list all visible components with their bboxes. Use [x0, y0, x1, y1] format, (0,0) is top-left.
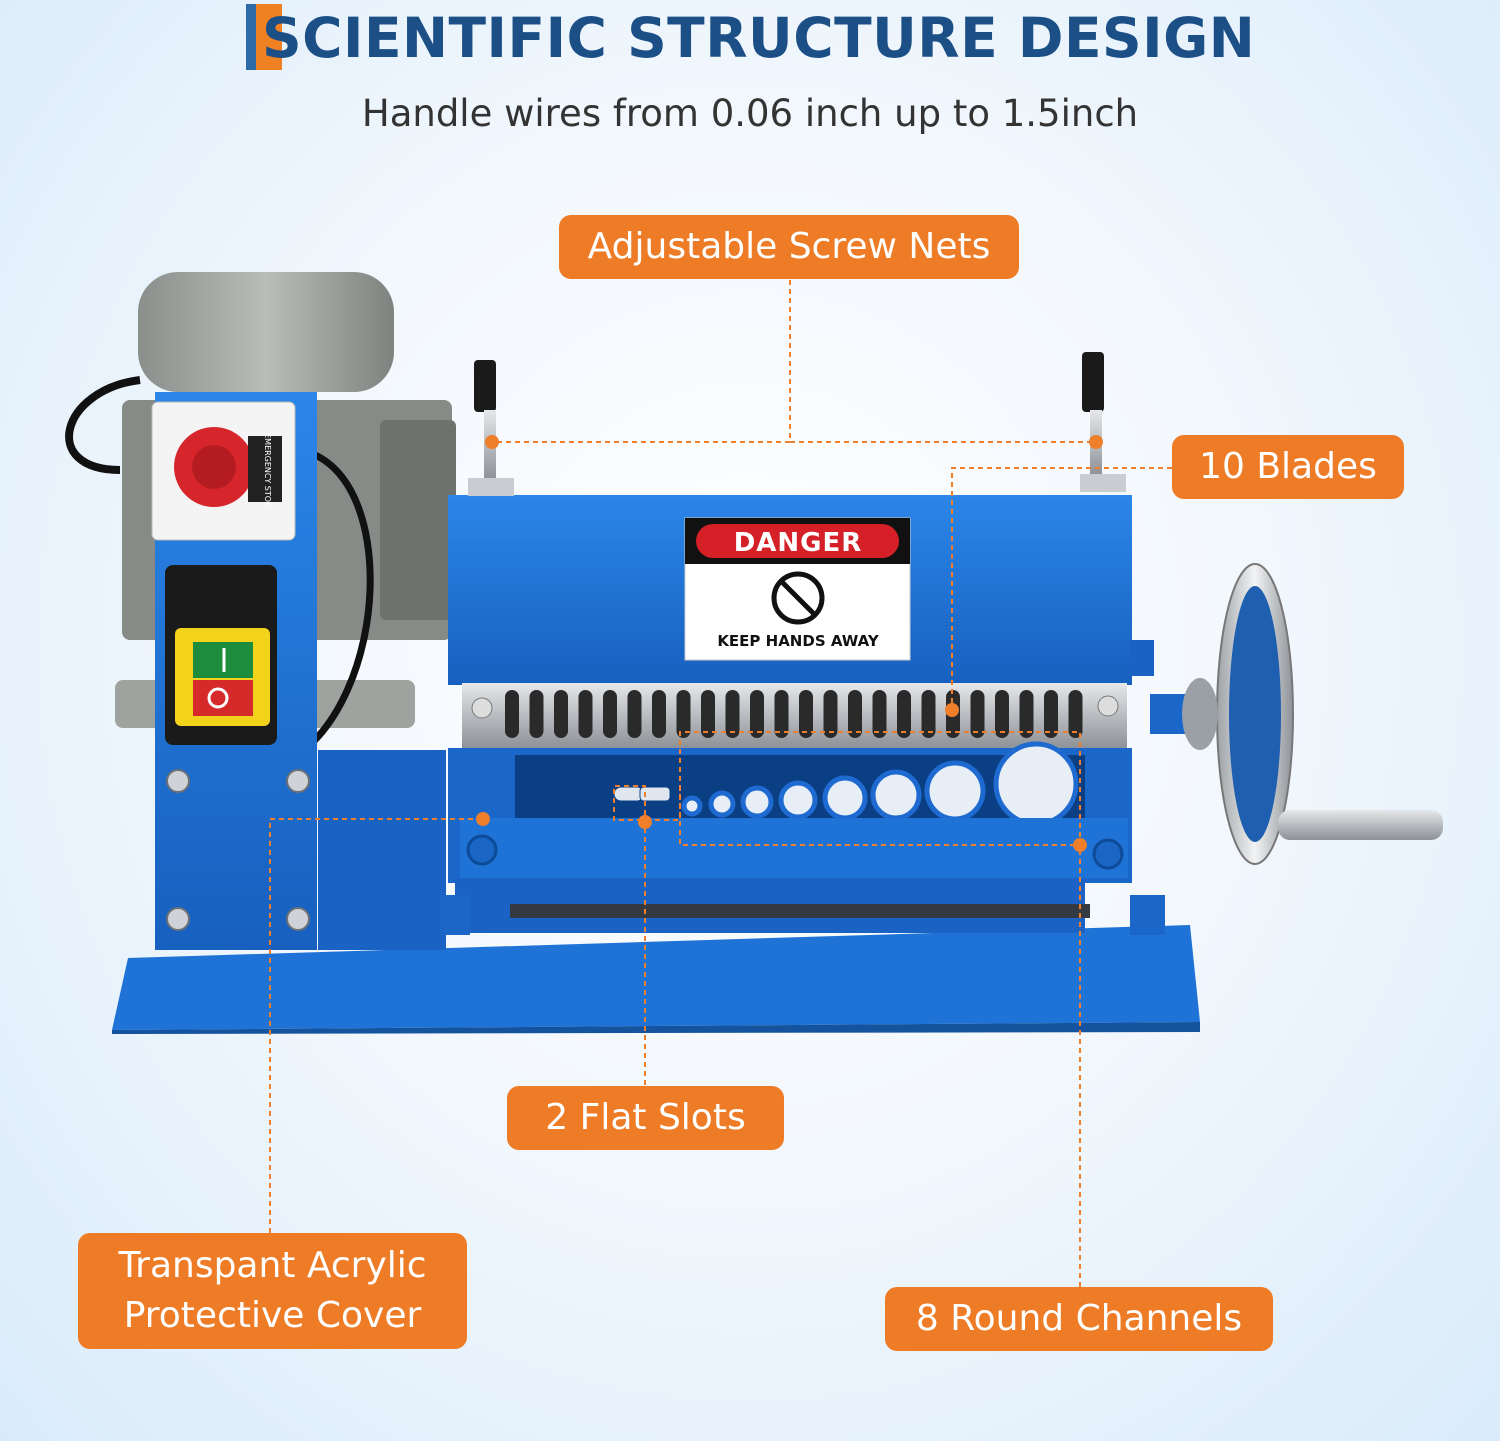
vent-slot	[725, 690, 740, 738]
round-channels[interactable]	[681, 741, 1079, 827]
bolts	[166, 769, 310, 931]
vent-slot	[652, 690, 666, 738]
power-switch[interactable]	[165, 565, 277, 745]
blade-plate	[462, 683, 1127, 749]
page-title: SCIENTIFIC STRUCTURE DESIGN	[262, 6, 1256, 70]
vent-slot	[995, 690, 1009, 738]
vent-slot	[1068, 690, 1083, 738]
crank-handle[interactable]	[1278, 810, 1443, 840]
danger-label: DANGER	[734, 528, 863, 558]
vent-slot	[603, 690, 617, 738]
title-accent-bar-blue	[246, 4, 256, 70]
vent-slot	[823, 690, 838, 738]
adjustment-screw-left[interactable]	[468, 360, 514, 496]
vent-slot	[529, 690, 544, 738]
danger-sign: DANGER KEEP HANDS AWAY	[684, 517, 911, 661]
vent-slot	[505, 690, 519, 738]
feed-rollers	[440, 878, 1165, 935]
vent-slot	[578, 690, 593, 738]
flat-slots[interactable]	[613, 786, 671, 802]
callout-10-blades: 10 Blades	[1172, 435, 1404, 499]
callout-acrylic-cover: Transpant Acrylic Protective Cover	[78, 1233, 467, 1349]
handwheel[interactable]	[1150, 563, 1443, 865]
emergency-stop-box: EMERGENCY STOP	[151, 401, 296, 541]
vent-slot	[921, 690, 936, 738]
title-accent-bar-orange	[256, 4, 282, 70]
vent-slot	[970, 690, 985, 738]
channel-block	[448, 741, 1132, 883]
vent-slot	[848, 690, 862, 738]
vent-slot	[676, 690, 691, 738]
vent-slot	[897, 690, 911, 738]
callout-acrylic-cover-line2: Protective Cover	[123, 1295, 422, 1336]
vent-slot	[750, 690, 764, 738]
vent-slot	[799, 690, 813, 738]
no-hands-icon	[771, 571, 825, 625]
power-cable	[65, 376, 141, 474]
leader-lines	[269, 280, 1172, 1287]
vent-slot	[554, 690, 568, 738]
vent-slot	[1044, 690, 1058, 738]
base-plate	[112, 925, 1200, 1034]
adjustment-screw-right[interactable]	[1080, 352, 1126, 492]
callout-acrylic-cover-line1: Transpant Acrylic	[118, 1245, 427, 1286]
callout-8-round-channels: 8 Round Channels	[885, 1287, 1273, 1351]
vent-slot	[627, 690, 642, 738]
off-button-icon[interactable]	[193, 680, 253, 716]
page-subtitle: Handle wires from 0.06 inch up to 1.5inc…	[361, 92, 1139, 135]
vent-slot	[872, 690, 887, 738]
callout-adjustable-screw-nets: Adjustable Screw Nets	[559, 215, 1019, 279]
warning-text: KEEP HANDS AWAY	[717, 632, 880, 650]
vent-slot	[1019, 690, 1034, 738]
vent-slot	[701, 690, 715, 738]
emergency-label: EMERGENCY STOP	[263, 433, 272, 507]
vent-slot	[774, 690, 789, 738]
callout-2-flat-slots: 2 Flat Slots	[507, 1086, 784, 1150]
